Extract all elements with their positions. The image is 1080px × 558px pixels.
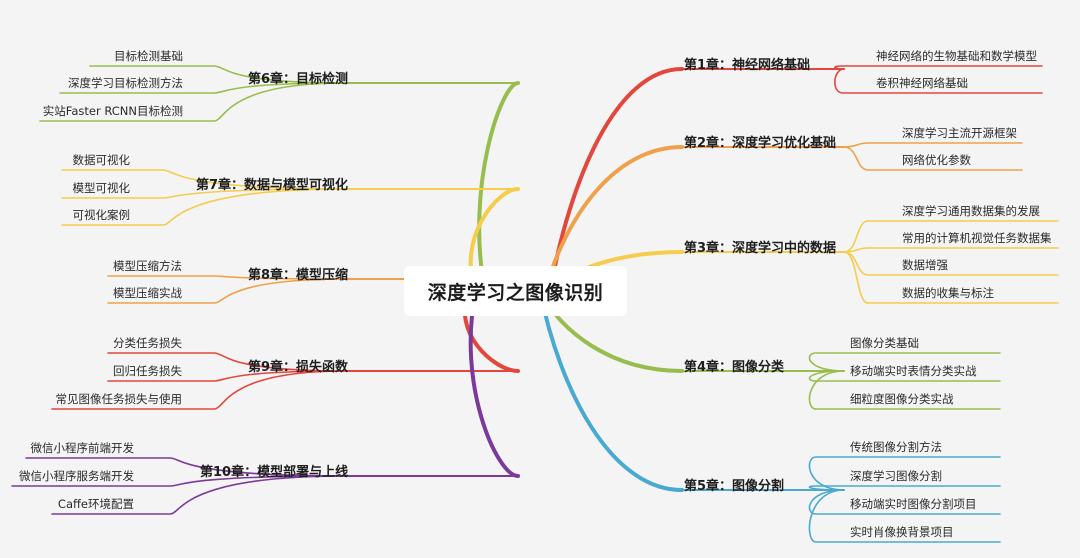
branch-connector-c5 xyxy=(538,289,684,492)
chapter-title-c3[interactable]: 第3章：深度学习中的数据 xyxy=(684,241,837,256)
leaf-connector-c10-2 xyxy=(51,475,347,515)
leaf-connector-c5-3 xyxy=(808,489,1001,543)
leaf-connector-c3-3 xyxy=(843,251,1059,304)
leaf-connector-c6-0 xyxy=(89,65,347,84)
leaf-topic-c6-0[interactable]: 目标检测基础 xyxy=(114,49,183,63)
leaf-connector-c3-2 xyxy=(843,251,1059,276)
leaf-connector-c1-1 xyxy=(834,68,1043,94)
chapter-title-c4[interactable]: 第4章：图像分类 xyxy=(684,360,785,375)
leaf-topic-c3-0[interactable]: 深度学习通用数据集的发展 xyxy=(902,204,1040,218)
leaf-connector-c10-0 xyxy=(25,457,347,477)
chapter-title-c2[interactable]: 第2章：深度学习优化基础 xyxy=(684,136,837,151)
branch-connector-c6 xyxy=(477,81,520,293)
leaf-connector-c2-1 xyxy=(843,146,1023,171)
leaf-topic-c3-1[interactable]: 常用的计算机视觉任务数据集 xyxy=(902,231,1052,245)
leaf-topic-c3-3[interactable]: 数据的收集与标注 xyxy=(902,286,994,300)
leaf-connector-c3-1 xyxy=(843,247,1059,253)
chapter-title-c5[interactable]: 第5章：图像分割 xyxy=(684,479,785,494)
leaf-connector-c8-1 xyxy=(107,278,347,304)
leaf-connector-c7-0 xyxy=(61,169,347,190)
leaf-topic-c8-1[interactable]: 模型压缩实战 xyxy=(113,286,182,300)
leaf-connector-c4-0 xyxy=(808,352,1001,372)
leaf-topic-c7-2[interactable]: 可视化案例 xyxy=(72,208,131,222)
leaf-topic-c7-1[interactable]: 模型可视化 xyxy=(72,181,131,195)
leaf-topic-c9-2[interactable]: 常见图像任务损失与使用 xyxy=(55,392,183,406)
leaf-topic-c10-1[interactable]: 微信小程序服务端开发 xyxy=(19,469,134,483)
leaf-topic-c10-2[interactable]: Caffe环境配置 xyxy=(57,497,134,511)
chapter-title-c6[interactable]: 第6章：目标检测 xyxy=(248,72,349,87)
leaf-topic-c5-3[interactable]: 实时肖像换背景项目 xyxy=(850,525,954,539)
leaf-topic-c1-0[interactable]: 神经网络的生物基础和数学模型 xyxy=(876,49,1037,63)
leaf-connector-c8-0 xyxy=(107,275,347,280)
leaf-connector-c10-1 xyxy=(11,475,347,487)
root-topic[interactable]: 深度学习之图像识别 xyxy=(404,266,627,316)
leaf-connector-c2-0 xyxy=(843,142,1023,148)
leaf-topic-c8-0[interactable]: 模型压缩方法 xyxy=(113,259,182,273)
leaf-topic-c4-1[interactable]: 移动端实时表情分类实战 xyxy=(850,364,977,378)
branch-connector-c2 xyxy=(543,145,684,293)
chapter-title-c7[interactable]: 第7章：数据与模型可视化 xyxy=(196,178,349,193)
leaf-topic-c9-1[interactable]: 回归任务损失 xyxy=(113,364,182,378)
chapter-title-c9[interactable]: 第9章：损失函数 xyxy=(248,360,349,375)
leaf-connector-c9-1 xyxy=(107,370,347,382)
leaf-connector-c7-2 xyxy=(61,188,347,226)
leaf-connector-c7-1 xyxy=(61,188,347,199)
leaf-connector-c6-1 xyxy=(59,82,347,94)
leaf-topic-c5-2[interactable]: 移动端实时图像分割项目 xyxy=(850,497,977,511)
leaf-connector-c6-2 xyxy=(39,82,347,122)
leaf-topic-c6-2[interactable]: 实站Faster RCNN目标检测 xyxy=(42,104,183,118)
leaf-connector-c5-2 xyxy=(808,489,1001,515)
chapter-title-c1[interactable]: 第1章：神经网络基础 xyxy=(684,58,811,73)
leaf-topic-c9-0[interactable]: 分类任务损失 xyxy=(113,336,182,350)
leaf-connector-c3-0 xyxy=(843,220,1059,253)
leaf-topic-c5-1[interactable]: 深度学习图像分割 xyxy=(850,469,942,483)
leaf-topic-c3-2[interactable]: 数据增强 xyxy=(902,258,948,272)
leaf-connector-c4-2 xyxy=(808,370,1001,410)
leaf-topic-c1-1[interactable]: 卷积神经网络基础 xyxy=(876,76,968,90)
branch-connector-c10 xyxy=(468,289,520,478)
leaf-connector-c5-0 xyxy=(808,456,1001,491)
leaf-topic-c2-0[interactable]: 深度学习主流开源框架 xyxy=(902,126,1017,140)
chapter-title-c10[interactable]: 第10章：模型部署与上线 xyxy=(200,465,349,480)
chapter-title-c8[interactable]: 第8章：模型压缩 xyxy=(248,268,349,283)
leaf-connector-c9-2 xyxy=(51,370,347,410)
leaf-topic-c2-1[interactable]: 网络优化参数 xyxy=(902,153,971,167)
leaf-topic-c4-2[interactable]: 细粒度图像分类实战 xyxy=(850,392,954,406)
leaf-topic-c5-0[interactable]: 传统图像分割方法 xyxy=(850,440,942,454)
leaf-topic-c10-0[interactable]: 微信小程序前端开发 xyxy=(30,441,135,455)
leaf-connector-c1-0 xyxy=(834,65,1043,70)
leaf-topic-c6-1[interactable]: 深度学习目标检测方法 xyxy=(68,76,183,90)
leaf-connector-c9-0 xyxy=(107,352,347,372)
leaf-topic-c4-0[interactable]: 图像分类基础 xyxy=(850,336,919,350)
leaf-topic-c7-0[interactable]: 数据可视化 xyxy=(72,153,131,167)
